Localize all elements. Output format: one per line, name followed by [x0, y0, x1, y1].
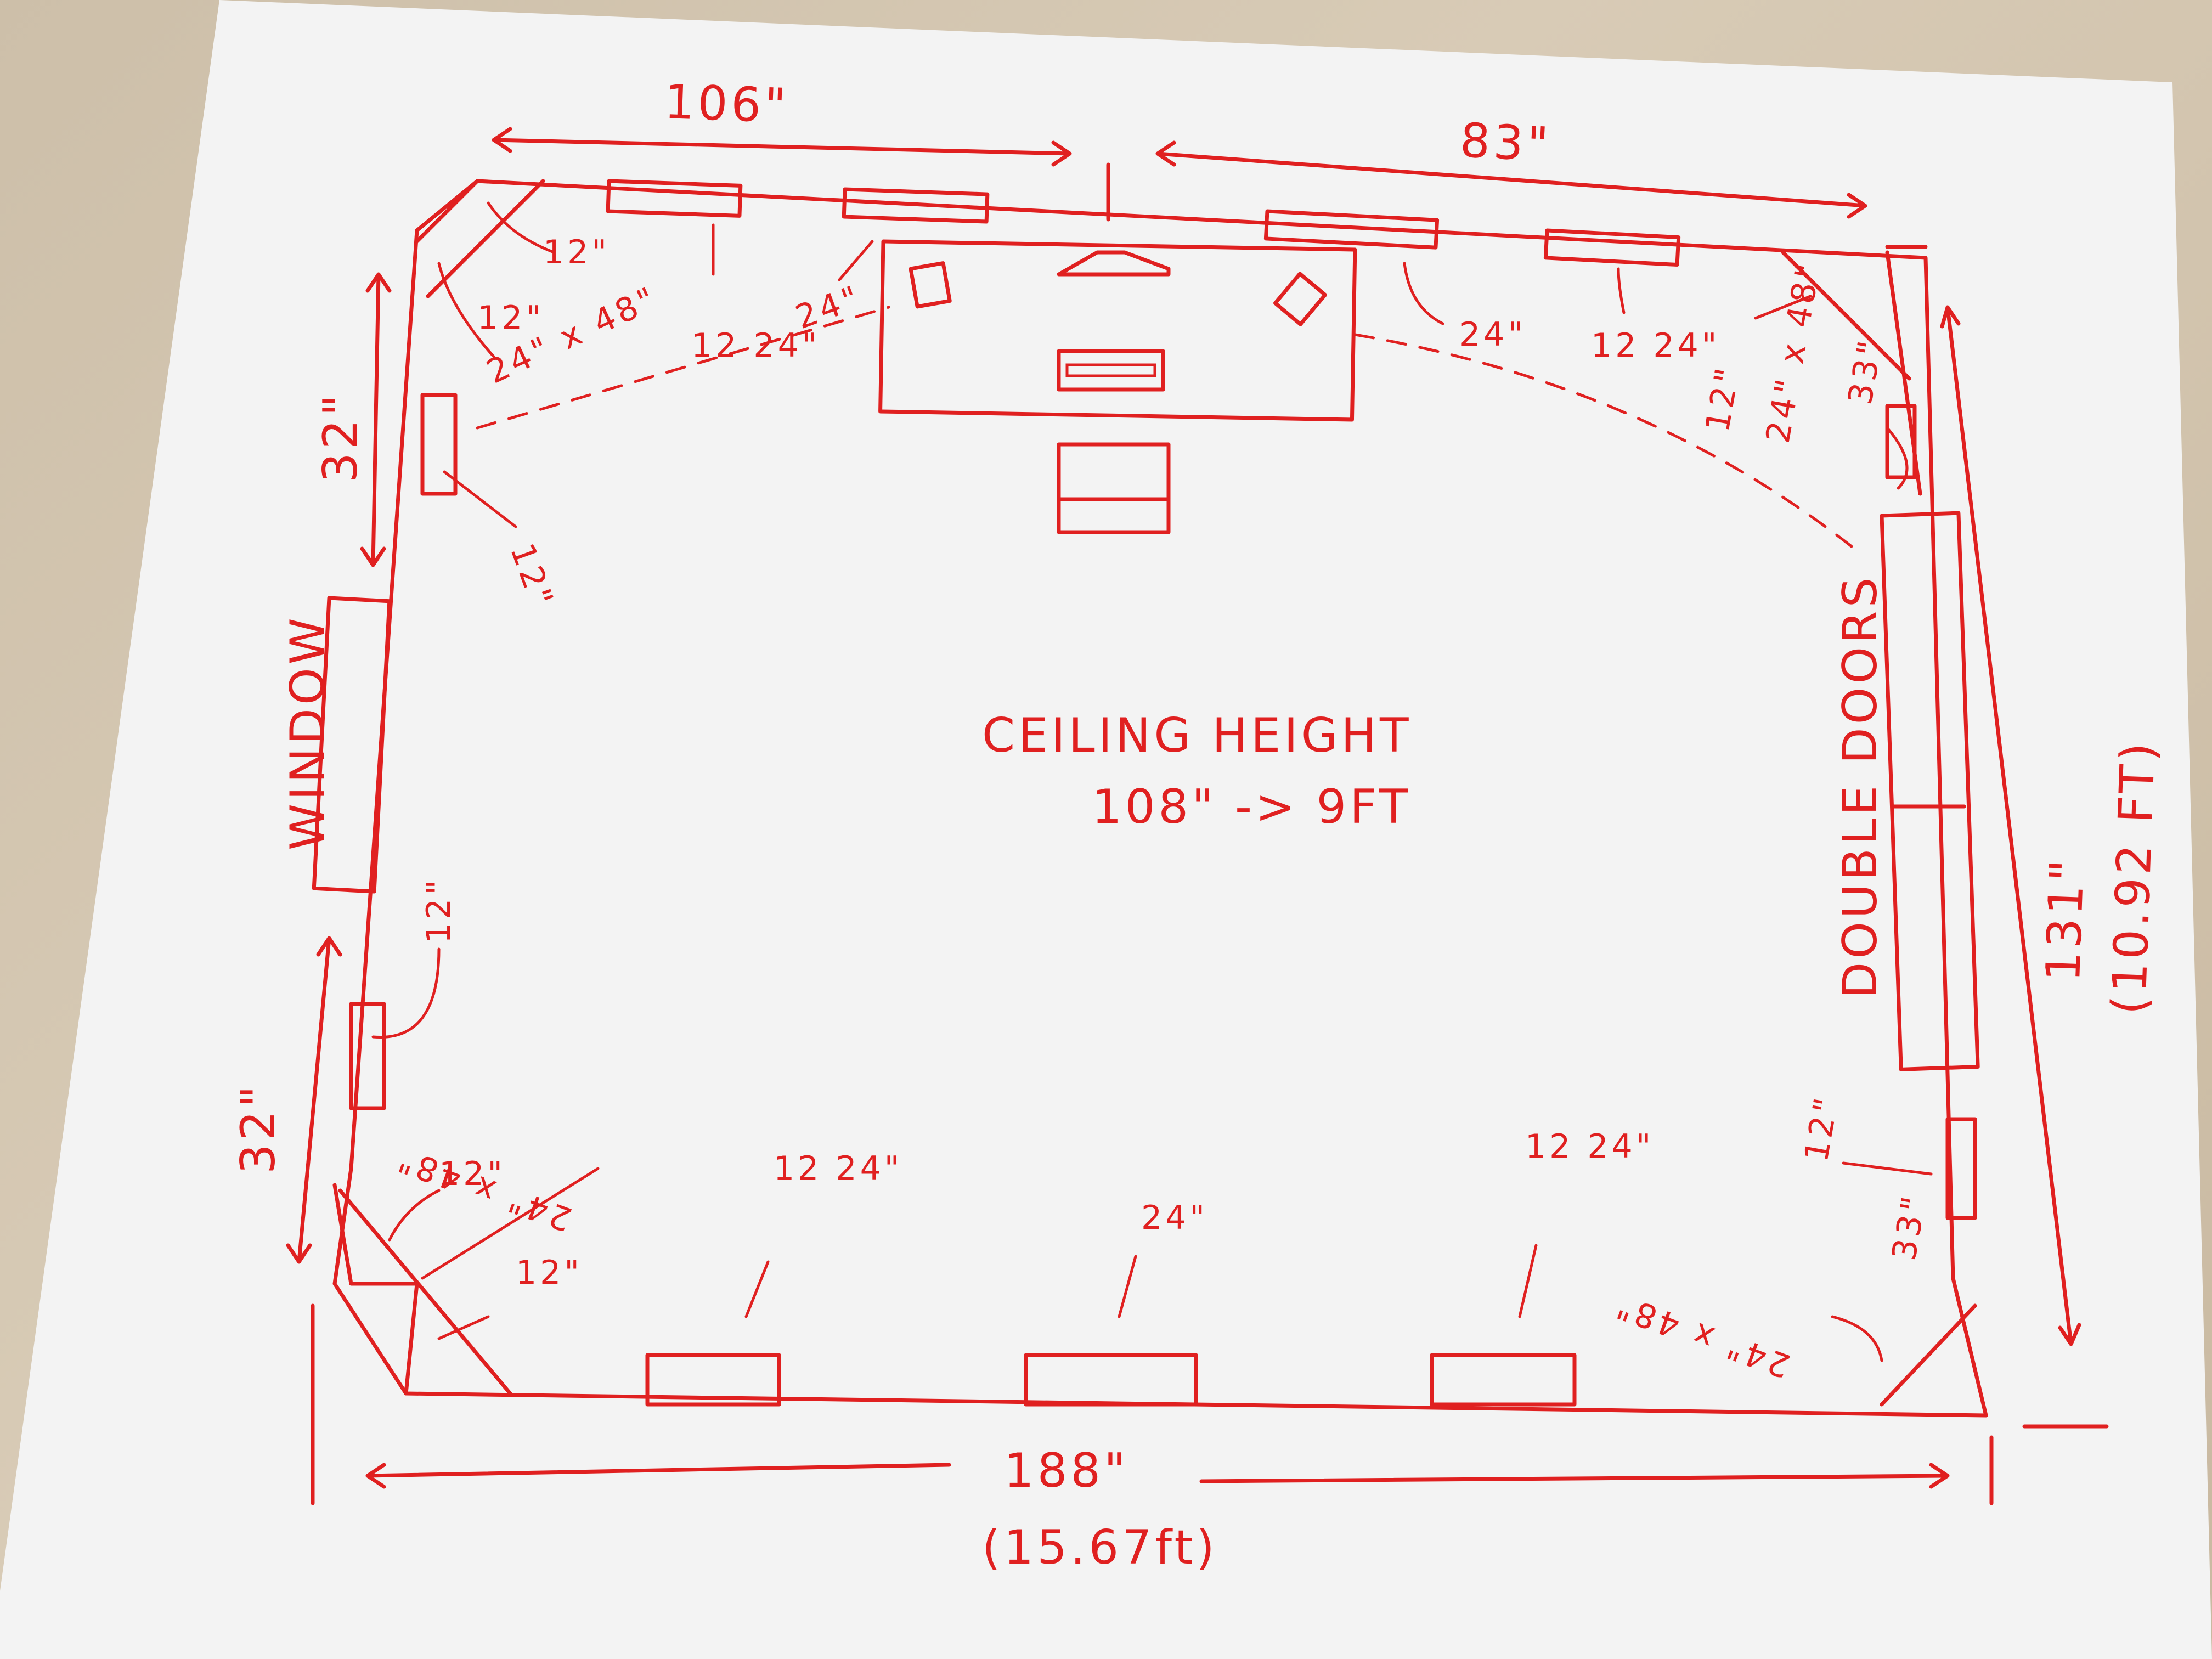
ceiling-value-label: 108" -> 9FT [1092, 780, 1412, 834]
arrow-bottom-24 [1118, 1255, 1137, 1318]
arrow-bottom-12-right [1518, 1244, 1538, 1318]
desk [878, 239, 1357, 422]
dim-top-right [1155, 140, 1867, 219]
room-left-corner-wall [415, 179, 479, 244]
bl-corner-12a-label: 12" [439, 1155, 506, 1193]
tl-corner-12b-label: 12" [477, 299, 544, 337]
arrow-left-12 [443, 470, 517, 528]
arrow-tl-panel [437, 262, 495, 358]
dim-left-upper [360, 272, 392, 567]
tl-wall-label: 12 24" [691, 326, 820, 365]
top-panel-2 [842, 187, 990, 224]
top-panel-3 [1263, 209, 1440, 250]
tr-corner-panel [1781, 250, 1911, 381]
double-doors [1880, 511, 1980, 1071]
top-panel-4 [1543, 228, 1681, 267]
window [312, 596, 392, 894]
arrow-tr-33 [1886, 426, 1909, 490]
bottom-panel-1 [645, 1353, 781, 1407]
dim-top-right-label: 83" [1459, 113, 1553, 173]
keyboard-keys [1065, 363, 1156, 377]
sightline-left [476, 306, 890, 430]
top-panel-1 [606, 179, 743, 218]
arrow-bottom-12-left [744, 1260, 770, 1318]
arrow-br-12 [1842, 1161, 1933, 1176]
arrow-tl-12 [487, 201, 556, 254]
dim-top-left [492, 127, 1072, 167]
dim-bottom-ticks [311, 1304, 1994, 1505]
arrow-br-panel [1831, 1315, 1883, 1362]
dim-right-ticks [1885, 245, 2109, 1429]
dim-left-lower [286, 936, 342, 1264]
br-corner-panel [1880, 1304, 1977, 1407]
bottom-12-left-label: 12 24" [774, 1149, 902, 1188]
bottom-panel-2 [1024, 1353, 1198, 1407]
tl-corner-12a-label: 12" [543, 233, 610, 272]
right-panel-upper [1885, 404, 1917, 479]
bl-corner-12b-label: 12" [516, 1254, 583, 1292]
bottom-12-right-label: 12 24" [1525, 1127, 1654, 1166]
speaker-right [1273, 272, 1327, 326]
dim-left-lower-label: 32" [231, 1082, 286, 1174]
left-panel-lower [349, 1002, 386, 1110]
right-panel-lower [1945, 1117, 1977, 1220]
window-label: WINDOW [280, 614, 335, 850]
monitor [1057, 250, 1171, 276]
bottom-panel-3 [1430, 1353, 1577, 1407]
tr-wall-12-label: 12 24" [1591, 326, 1720, 365]
dim-bottom [365, 1463, 1950, 1489]
bottom-24-mid-label: 24" [1141, 1199, 1208, 1237]
arrow-left-12-lower [371, 947, 441, 1039]
speaker-left [909, 261, 952, 309]
bottom-left-nook [332, 1183, 419, 1396]
arrow-bl-12 [388, 1189, 441, 1242]
chair [1057, 442, 1171, 534]
left-panel-upper [420, 393, 458, 496]
left-12-lower-label: 12" [420, 877, 458, 944]
arrow-bl-12b [437, 1315, 490, 1340]
bl-corner-panel [338, 1188, 512, 1396]
dim-left-upper-label: 32" [313, 391, 368, 483]
arrow-tr-24 [1403, 262, 1444, 325]
dim-right-label: 131" [2036, 856, 2095, 983]
arrow-tr-panel [1754, 295, 1812, 320]
ceiling-height-label: CEILING HEIGHT [982, 708, 1412, 763]
dim-right [1940, 305, 2081, 1346]
arrow-tl-wall2 [838, 240, 874, 281]
dim-bottom-label: 188" [1004, 1443, 1129, 1498]
dim-top-left-label: 106" [663, 75, 790, 134]
tr-wall-24-label: 24" [1459, 315, 1526, 354]
sightline-right [1353, 333, 1856, 550]
dim-bottom-ft-label: (15.67ft) [982, 1520, 1218, 1575]
double-doors-label: DOUBLE DOORS [1833, 574, 1888, 998]
tl-corner-panel [426, 179, 545, 298]
dim-right-ft-label: (10.92 FT) [2102, 738, 2166, 1015]
arrow-tr-12 [1617, 267, 1626, 314]
keyboard [1057, 349, 1165, 392]
arrow-bl-panel [421, 1167, 600, 1280]
